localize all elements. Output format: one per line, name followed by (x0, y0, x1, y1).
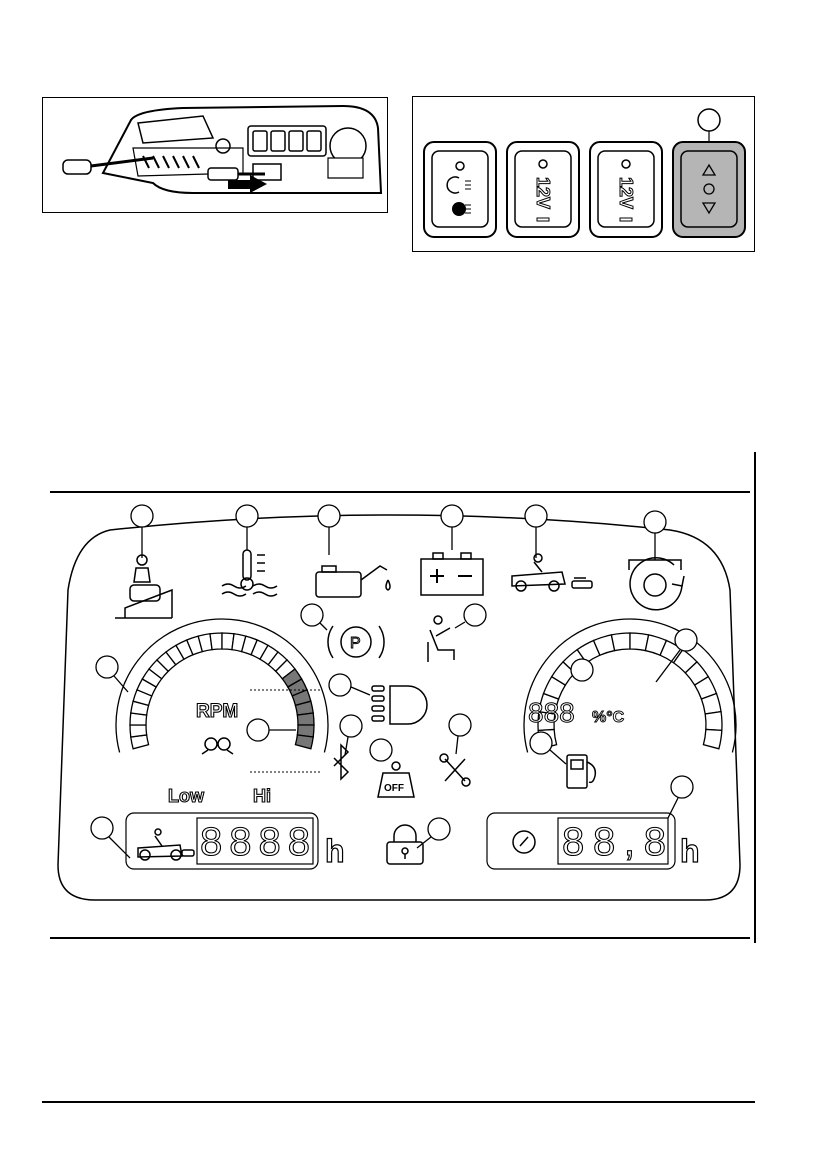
gauge-segment (703, 729, 721, 748)
instrument-panel-photo (43, 98, 388, 213)
page-footer-rule (42, 1101, 755, 1103)
gauge-segment (210, 633, 222, 650)
callout-bubble (318, 505, 340, 527)
instrument-panel-photo-frame (42, 97, 388, 213)
gauge-segment (611, 633, 630, 651)
temperature-unit: %°C (592, 709, 625, 726)
callout-bubble (441, 505, 463, 527)
svg-text:OFF: OFF (384, 783, 404, 794)
socket-switch-2: 12V (590, 142, 662, 237)
hi-label: Hi (253, 786, 271, 806)
deck-height-switch (673, 142, 745, 237)
gauge-segment (705, 712, 722, 731)
callout-bubble (698, 109, 720, 131)
top-rule (50, 491, 750, 493)
socket-label-1: 12V (533, 177, 553, 209)
callout-bubble (644, 511, 666, 533)
callout-bubble (236, 505, 258, 527)
bottom-rule (50, 937, 750, 939)
low-label: Low (168, 786, 205, 806)
socket-label-2: 12V (616, 177, 636, 209)
callout-bubble (131, 505, 153, 527)
hours-unit-left: h (325, 833, 345, 869)
socket-switch-1: 12V (507, 142, 579, 237)
hours-unit-right: h (680, 833, 700, 869)
trip-digits: 88,8 (562, 820, 666, 864)
gauge-segment (297, 713, 314, 725)
switch-panel: 12V 12V (413, 97, 755, 252)
callout-bubble (525, 505, 547, 527)
dashboard-display: P RPM Low Hi OFF (50, 500, 750, 910)
temperature-digits: 888 (528, 697, 575, 728)
switch-panel-frame: 12V 12V (412, 96, 755, 252)
light-switch (424, 142, 496, 237)
vertical-rule (754, 452, 756, 943)
rpm-label: RPM (196, 701, 238, 722)
gauge-segment (130, 725, 147, 737)
svg-text:P: P (350, 635, 361, 652)
